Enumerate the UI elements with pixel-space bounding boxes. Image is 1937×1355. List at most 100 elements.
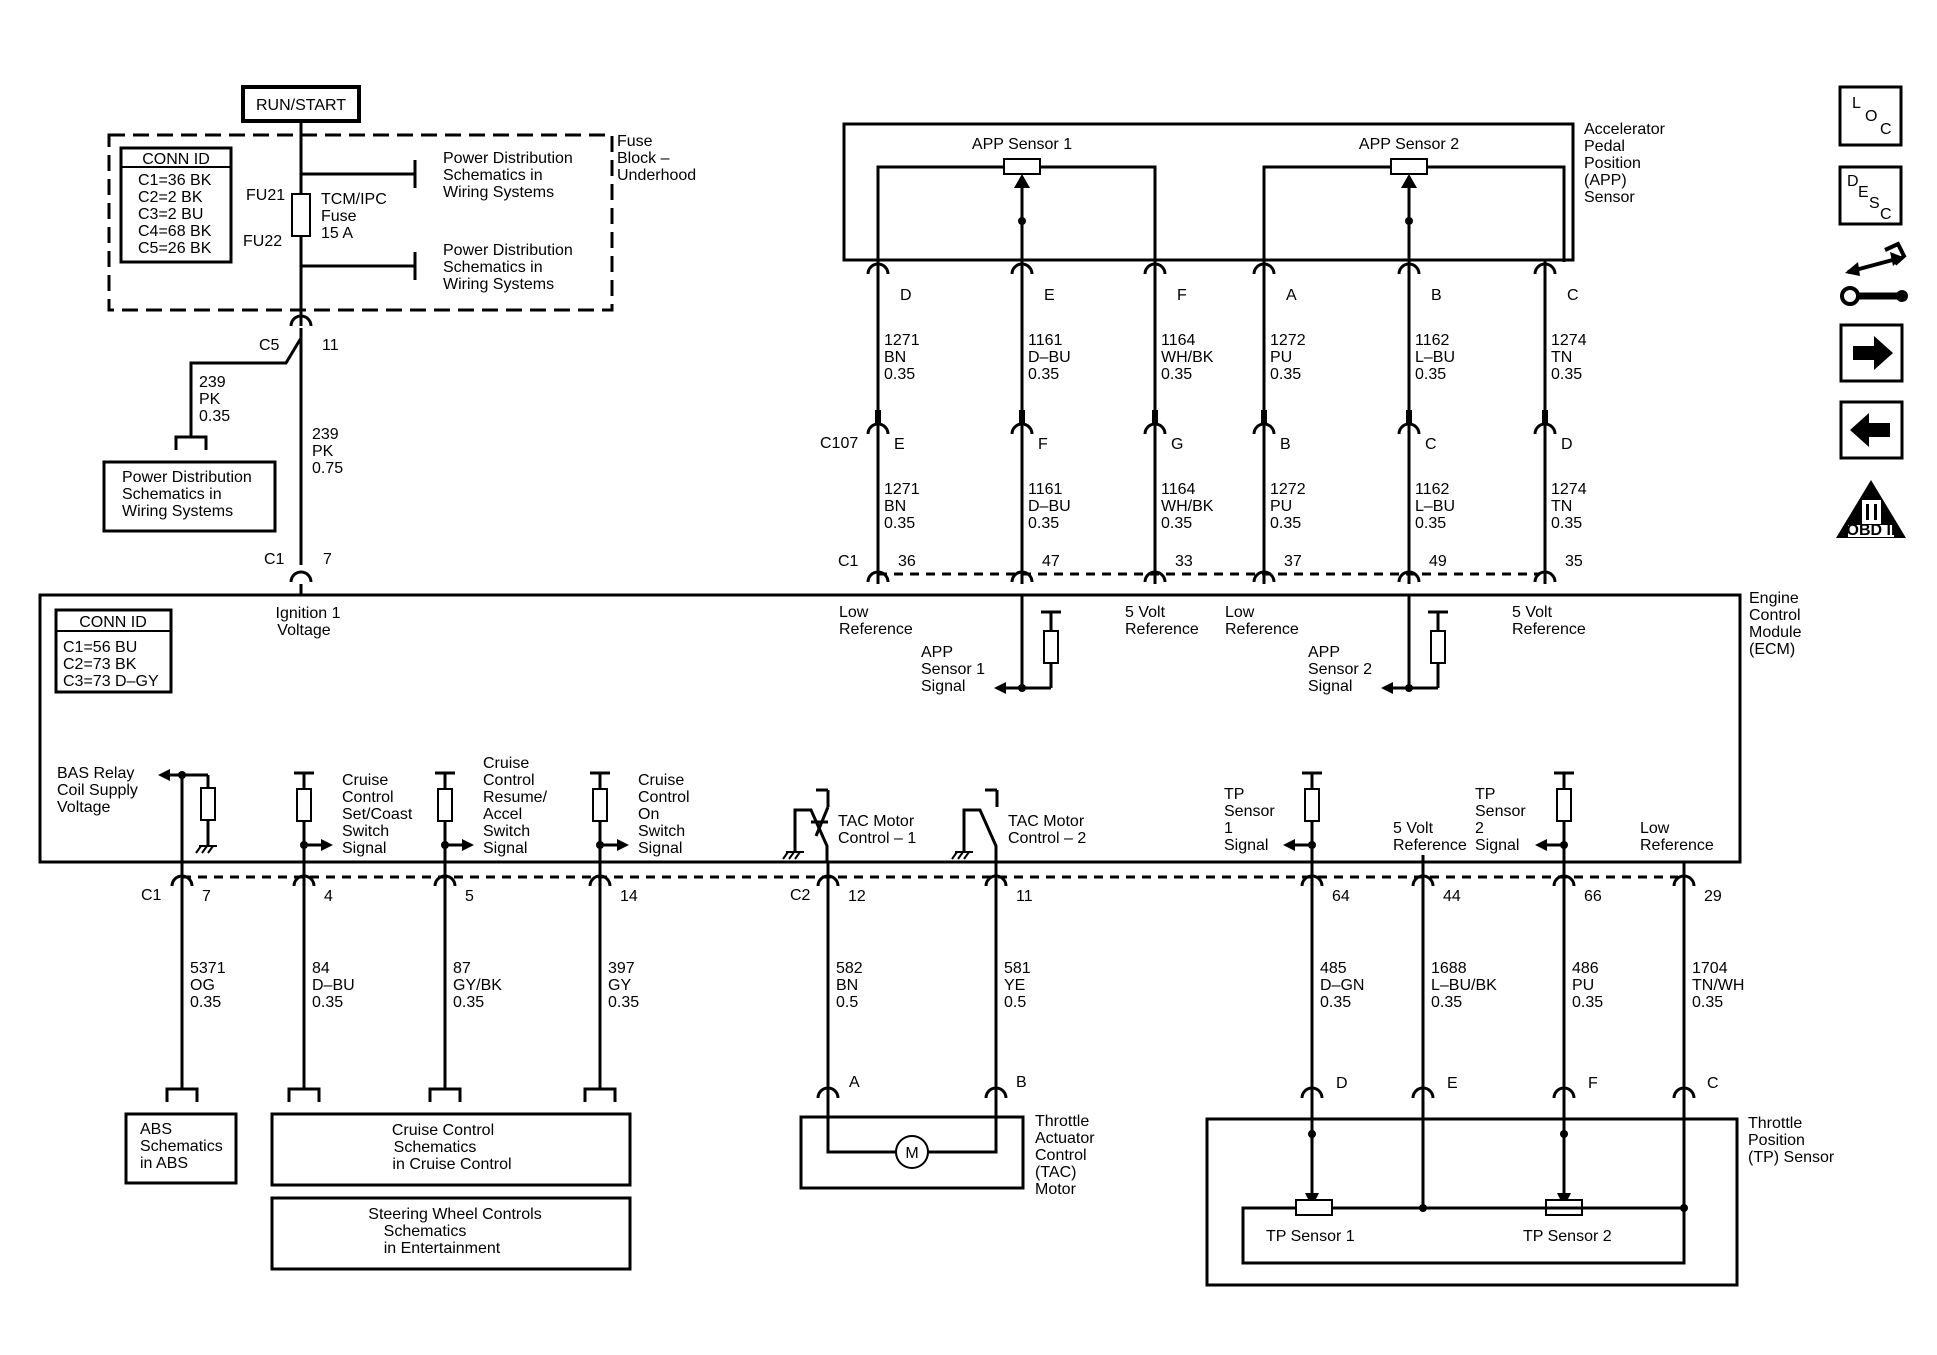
ecm-box [38, 593, 1742, 864]
circuit-number: 581 [1004, 960, 1031, 977]
circuit-number: 87 [453, 960, 471, 977]
wire-gauge: 0.35 [1028, 366, 1059, 383]
c107-male-pin [1019, 410, 1025, 424]
circuit-number: 1164 [1161, 332, 1196, 349]
svg-text:(ECM): (ECM) [1749, 641, 1795, 658]
svg-text:Reference: Reference [1512, 621, 1586, 638]
circuit-number: 397 [608, 960, 635, 977]
tac-motor-control-2-label: TAC Motor Control – 2 [1008, 813, 1086, 847]
c107-male-pin [1261, 410, 1267, 424]
svg-text:Sensor: Sensor [1475, 803, 1526, 820]
tp-sensor-box: TP Sensor 1 TP Sensor 2 [1205, 1100, 1739, 1287]
circuit-number: 84 [312, 960, 330, 977]
svg-text:PK: PK [312, 443, 334, 460]
svg-text:Sensor 2: Sensor 2 [1308, 661, 1372, 678]
svg-text:Position: Position [1584, 155, 1641, 172]
svg-text:Low: Low [1225, 604, 1255, 621]
svg-text:Control: Control [483, 772, 535, 789]
ecm-pin: 49 [1429, 553, 1447, 570]
svg-text:(APP): (APP) [1584, 172, 1627, 189]
wire-color: BN [836, 977, 858, 994]
svg-text:Steering Wheel Controls: Steering Wheel Controls [368, 1206, 541, 1223]
svg-text:239: 239 [199, 374, 226, 391]
tac-motor-title: Throttle Actuator Control (TAC) Motor [1035, 1113, 1095, 1198]
svg-text:TCM/IPC: TCM/IPC [321, 191, 387, 208]
svg-text:Reference: Reference [1225, 621, 1299, 638]
svg-text:Control: Control [638, 789, 690, 806]
ecm-pin: 36 [898, 553, 916, 570]
ecm-pin: 4 [324, 888, 333, 905]
tac-motor-box: M [799, 1100, 1025, 1190]
app-sensor-title: Accelerator Pedal Position (APP) Sensor [1584, 121, 1666, 206]
wire-color: GY/BK [453, 977, 502, 994]
wire-color: TN/WH [1692, 977, 1744, 994]
tac-driver-1 [782, 788, 830, 862]
c107-pin: B [1280, 436, 1291, 453]
location-icon[interactable]: L O C [1838, 85, 1903, 147]
low-reference-tp-label: Low Reference [1640, 820, 1714, 854]
ecm-bottom-connector [1411, 874, 1435, 887]
circuit-number: 486 [1572, 960, 1599, 977]
description-icon[interactable]: D E S C [1838, 165, 1903, 226]
svg-text:Accel: Accel [483, 806, 522, 823]
svg-text:5 Volt: 5 Volt [1512, 604, 1553, 621]
circuit-number: 1704 [1692, 960, 1728, 977]
wire-gauge: 0.35 [884, 515, 915, 532]
wire-color: YE [1004, 977, 1025, 994]
svg-text:C2=73 BK: C2=73 BK [63, 656, 137, 673]
circuit-number: 1272 [1270, 332, 1306, 349]
c107-male-pin [1542, 410, 1548, 424]
steering-wheel-controls-box: Steering Wheel Controls Schematics in En… [270, 1196, 632, 1271]
app-sensor-connector [1252, 262, 1276, 275]
app-sensor-pin: F [1177, 287, 1187, 304]
ecm-pin: 64 [1332, 888, 1350, 905]
diagnostic-tools-icon[interactable] [1840, 241, 1908, 306]
wire-gauge: 0.35 [884, 366, 915, 383]
svg-text:PK: PK [199, 391, 221, 408]
tac-pin-b: B [1016, 1074, 1027, 1091]
svg-text:2: 2 [1475, 820, 1484, 837]
c107-female-connector [1143, 422, 1167, 435]
c107-female-connector [1533, 422, 1557, 435]
tac-motor-control-1-label: TAC Motor Control – 1 [838, 813, 916, 847]
next-arrow-icon[interactable] [1839, 323, 1904, 383]
svg-text:Wiring Systems: Wiring Systems [122, 503, 233, 520]
svg-text:TP: TP [1475, 786, 1495, 803]
svg-text:Cruise: Cruise [342, 772, 388, 789]
c107-pin: C [1425, 436, 1437, 453]
ecm-pin: 37 [1284, 553, 1302, 570]
svg-text:Signal: Signal [1224, 837, 1268, 854]
fuse-label: TCM/IPC Fuse 15 A [321, 191, 387, 242]
svg-text:Set/Coast: Set/Coast [342, 806, 413, 823]
svg-text:Control – 2: Control – 2 [1008, 830, 1086, 847]
svg-text:Low: Low [839, 604, 869, 621]
ecm-bottom-connector [170, 874, 194, 887]
wire-gauge: 0.35 [608, 994, 639, 1011]
ecm-pin: 35 [1565, 553, 1583, 570]
circuit-number: 1272 [1270, 481, 1306, 498]
ecm-c1-connector [1143, 570, 1167, 583]
c107-male-pin [875, 410, 881, 424]
svg-text:Schematics in: Schematics in [443, 259, 543, 276]
wire-gauge: 0.35 [1161, 366, 1192, 383]
svg-text:Signal: Signal [342, 840, 386, 857]
previous-arrow-icon[interactable] [1839, 400, 1904, 460]
circuit-number: 1161 [1028, 481, 1063, 498]
cruise-switch-circuit-2 [435, 771, 474, 862]
tp-sensor-1-label: TP Sensor 1 [1266, 1228, 1355, 1245]
wire-gauge: 0.35 [1270, 366, 1301, 383]
svg-text:1: 1 [1224, 820, 1233, 837]
ecm-bottom-connector [1672, 874, 1696, 887]
pd-reference-2: Power Distribution Schematics in Wiring … [443, 242, 573, 293]
svg-text:Wiring Systems: Wiring Systems [443, 276, 554, 293]
ecm-bottom-connector [433, 874, 457, 887]
tac-pin-a: A [849, 1074, 860, 1091]
